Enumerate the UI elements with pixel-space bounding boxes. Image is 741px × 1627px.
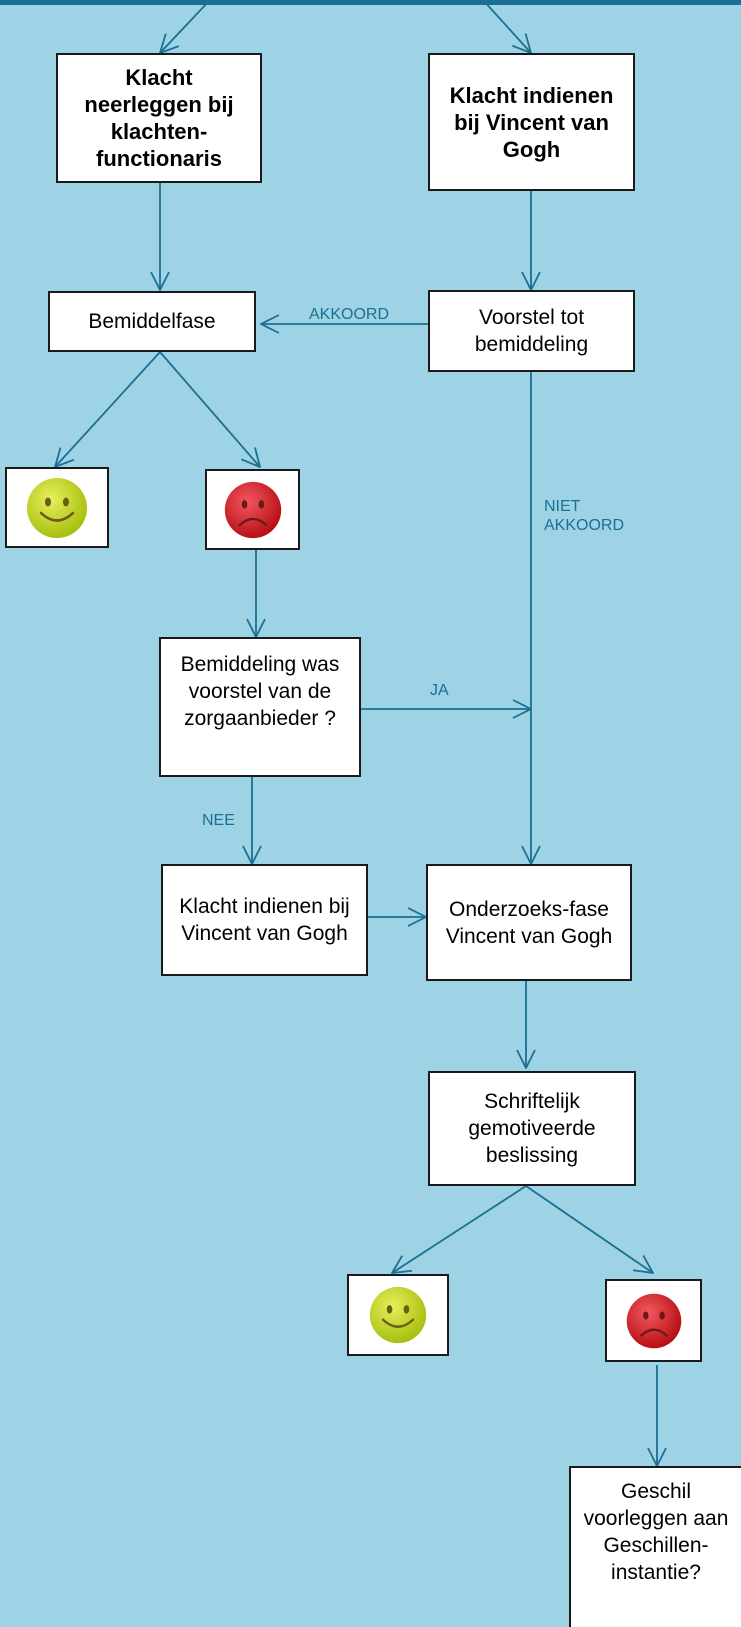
arrow-beslissing-happy [392, 1185, 527, 1273]
arrow-beslissing-sad [525, 1185, 653, 1273]
outcome-sad-1 [205, 469, 300, 550]
arrow-bemiddel-happy [55, 351, 161, 467]
top-border [0, 0, 741, 5]
box-klacht-vincent-van-gogh: Klacht indienen bij Vincent van Gogh [428, 53, 635, 191]
label-niet-akkoord-line1: NIET [544, 498, 581, 515]
arrow-top-right [482, 0, 531, 53]
outcome-happy-2 [347, 1274, 449, 1356]
label-nee: NEE [202, 812, 235, 829]
box-klacht-functionaris: Klacht neerleggen bij klachten-functiona… [56, 53, 262, 183]
label-niet-akkoord-line2: AKKOORD [544, 517, 625, 534]
arrow-bemiddel-sad [159, 351, 260, 467]
happy-face-icon [369, 1286, 427, 1344]
box-onderzoeksfase: Onderzoeks-fase Vincent van Gogh [426, 864, 632, 981]
box-beslissing: Schriftelijk gemotiveerde beslissing [428, 1071, 636, 1186]
sad-face-icon [224, 481, 281, 538]
box-voorstel-bemiddeling: Voorstel tot bemiddeling [428, 290, 635, 372]
arrow-top-left [160, 0, 211, 53]
sad-face-icon [626, 1293, 681, 1348]
happy-face-icon [27, 477, 87, 538]
box-geschil: Geschil voorleggen aan Geschillen-instan… [569, 1466, 741, 1627]
box-klacht-indienen-vvg: Klacht indienen bij Vincent van Gogh [161, 864, 368, 976]
label-ja: JA [430, 682, 449, 699]
box-bemiddelfase: Bemiddelfase [48, 291, 256, 352]
outcome-sad-2 [605, 1279, 702, 1362]
outcome-happy-1 [5, 467, 109, 548]
box-bemiddeling-vraag: Bemiddeling was voorstel van de zorgaanb… [159, 637, 361, 777]
label-akkoord: AKKOORD [309, 306, 390, 323]
